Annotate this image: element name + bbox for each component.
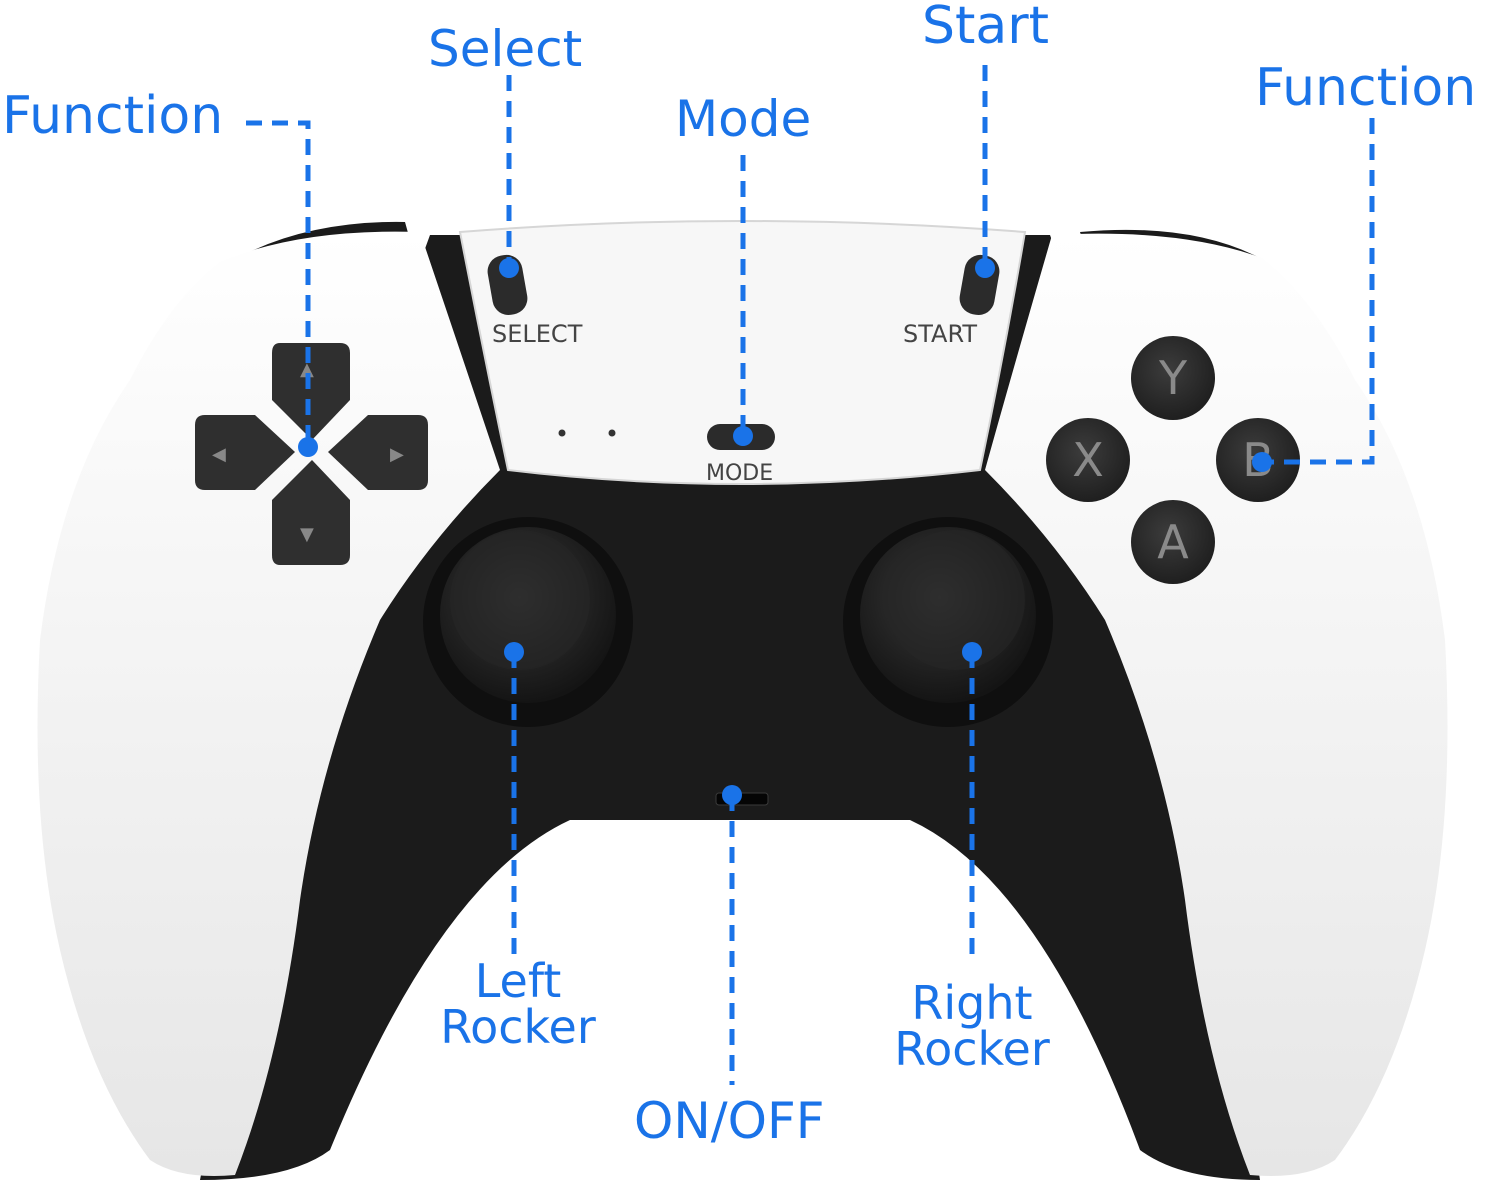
- dot-dpad: [298, 437, 318, 457]
- dpad-down-button[interactable]: [272, 460, 350, 565]
- dot-b-button: [1252, 452, 1272, 472]
- dpad-left-arrow: ◀: [212, 444, 226, 465]
- leader-dots: [298, 258, 1272, 805]
- start-text: START: [903, 320, 977, 348]
- leader-lines: [246, 65, 1375, 1085]
- dpad-right-button[interactable]: [328, 415, 428, 490]
- function-left-label: Function: [2, 86, 224, 146]
- dpad-up-button[interactable]: [272, 343, 350, 440]
- leader-function-right: [1262, 118, 1375, 465]
- right-rocker-label-line2: Rocker: [894, 1022, 1050, 1076]
- led-dot: [558, 429, 566, 437]
- dot-right-stick: [962, 642, 982, 662]
- dpad-right-arrow: ▶: [390, 444, 404, 465]
- left-rocker-label-line1: Left: [474, 954, 562, 1008]
- y-button[interactable]: [1131, 336, 1215, 420]
- dot-mode: [733, 426, 753, 446]
- left-stick-top: [450, 530, 590, 670]
- dpad-left-button[interactable]: [195, 415, 295, 490]
- mode-text: MODE: [706, 461, 773, 486]
- a-button[interactable]: [1131, 500, 1215, 584]
- start-label: Start: [922, 0, 1050, 56]
- dpad[interactable]: ▲ ▼ ◀ ▶: [195, 343, 428, 565]
- right-rocker-label: Right Rocker: [892, 980, 1052, 1072]
- right-rocker-label-line1: Right: [911, 976, 1033, 1030]
- left-rocker-label: Left Rocker: [438, 958, 598, 1050]
- dot-power: [722, 785, 742, 805]
- mode-label: Mode: [675, 90, 812, 148]
- dot-start: [975, 258, 995, 278]
- on-off-label: ON/OFF: [634, 1092, 825, 1150]
- dot-left-stick: [504, 642, 524, 662]
- a-button-letter: A: [1157, 515, 1189, 569]
- x-button-letter: X: [1072, 433, 1104, 487]
- right-stick-top: [885, 530, 1025, 670]
- y-button-letter: Y: [1158, 351, 1188, 405]
- led-dot: [608, 429, 616, 437]
- function-right-label: Function: [1255, 58, 1477, 118]
- select-text: SELECT: [492, 320, 583, 348]
- select-label: Select: [428, 20, 583, 78]
- dpad-down-arrow: ▼: [300, 524, 314, 545]
- left-rocker-label-line2: Rocker: [440, 1000, 596, 1054]
- dot-select: [499, 258, 519, 278]
- leader-function-left: [246, 120, 311, 447]
- x-button[interactable]: [1046, 418, 1130, 502]
